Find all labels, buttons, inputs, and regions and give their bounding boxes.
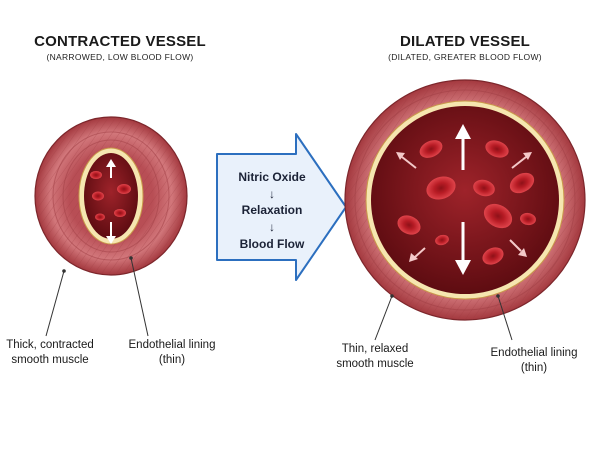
red-blood-cell bbox=[485, 140, 509, 158]
red-blood-cell bbox=[520, 212, 536, 226]
red-blood-cell bbox=[419, 140, 443, 158]
contracted-vessel bbox=[34, 116, 188, 276]
flow-arrow-down bbox=[106, 222, 116, 244]
flow-arrow-lower-left bbox=[409, 247, 426, 262]
right-subtitle: (DILATED, GREATER BLOOD FLOW) bbox=[388, 52, 542, 62]
process-arrow bbox=[216, 133, 347, 281]
flow-arrow-up bbox=[106, 159, 116, 178]
red-blood-cell bbox=[426, 176, 456, 200]
red-blood-cell bbox=[482, 247, 504, 265]
red-blood-cell bbox=[92, 191, 104, 201]
red-blood-cell bbox=[473, 179, 495, 197]
label-contracted-muscle: Thick, contracted smooth muscle bbox=[0, 338, 100, 368]
process-arrow-2: ↓ bbox=[269, 220, 275, 234]
pointer-line-endo-right bbox=[497, 295, 513, 341]
red-blood-cell bbox=[114, 209, 126, 217]
flow-arrow-up bbox=[455, 124, 471, 170]
red-blood-cell bbox=[90, 171, 102, 179]
red-blood-cell bbox=[435, 234, 449, 246]
flow-arrow-upper-right bbox=[511, 152, 532, 169]
label-dilated-endo-line2: (thin) bbox=[520, 362, 548, 374]
dilated-lumen bbox=[371, 106, 559, 294]
pointer-line-muscle-left bbox=[45, 270, 65, 337]
label-contracted-endo-line2: (thin) bbox=[158, 354, 186, 366]
right-title: DILATED VESSEL bbox=[399, 33, 531, 50]
process-arrow-1: ↓ bbox=[269, 187, 275, 201]
red-blood-cell bbox=[117, 184, 131, 194]
label-contracted-muscle-line1: Thick, contracted bbox=[6, 339, 94, 351]
red-blood-cell bbox=[397, 215, 421, 235]
red-blood-cell bbox=[483, 203, 513, 229]
left-subtitle: (NARROWED, LOW BLOOD FLOW) bbox=[46, 52, 194, 62]
label-dilated-muscle-line2: smooth muscle bbox=[336, 358, 414, 370]
process-step-nitric-oxide: Nitric Oxide bbox=[238, 170, 306, 184]
process-step-relaxation: Relaxation bbox=[242, 203, 303, 217]
flow-arrow-down bbox=[455, 222, 471, 275]
left-title: CONTRACTED VESSEL bbox=[34, 33, 206, 50]
flow-arrow-lower-right bbox=[509, 239, 527, 257]
pointer-line-muscle-right bbox=[374, 295, 393, 341]
red-blood-cell bbox=[95, 213, 105, 221]
process-step-blood-flow: Blood Flow bbox=[240, 237, 305, 251]
flow-arrow-upper-left bbox=[396, 152, 417, 169]
label-dilated-muscle-line1: Thin, relaxed bbox=[341, 343, 409, 355]
label-dilated-muscle: Thin, relaxed smooth muscle bbox=[320, 342, 430, 372]
label-contracted-endothelium: Endothelial lining (thin) bbox=[112, 338, 232, 368]
dilated-vessel bbox=[344, 79, 586, 321]
red-blood-cell bbox=[509, 172, 535, 194]
label-dilated-endothelium: Endothelial lining (thin) bbox=[474, 346, 594, 376]
label-contracted-endo-line1: Endothelial lining bbox=[128, 339, 216, 351]
label-dilated-endo-line1: Endothelial lining bbox=[490, 347, 578, 359]
pointer-line-endo-left bbox=[130, 257, 149, 337]
label-contracted-muscle-line2: smooth muscle bbox=[11, 354, 89, 366]
